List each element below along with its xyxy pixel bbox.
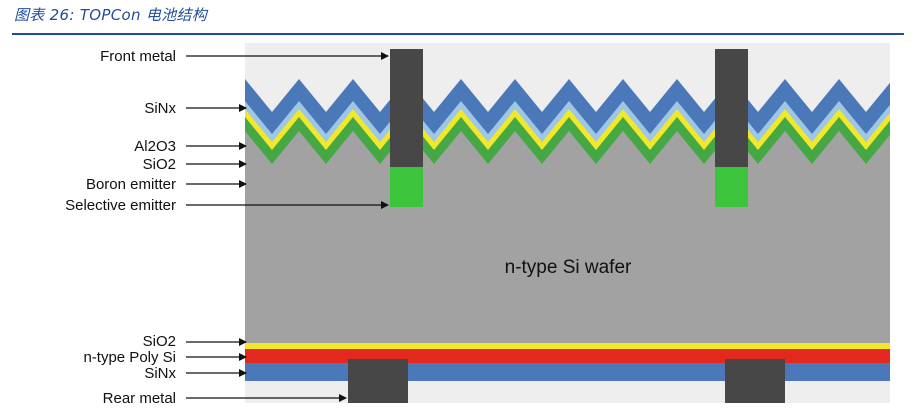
label-poly-si: n-type Poly Si bbox=[83, 349, 176, 366]
topcon-structure-diagram: n-type Si wafer Front metal SiNx Al2O3 S… bbox=[65, 43, 890, 407]
wafer-label: n-type Si wafer bbox=[505, 257, 632, 278]
label-sio2-rear: SiO2 bbox=[143, 333, 176, 350]
caption-rule bbox=[12, 33, 904, 35]
label-sinx-rear: SiNx bbox=[144, 365, 176, 382]
figure-caption: 图表 26: TOPCon 电池结构 bbox=[14, 6, 208, 24]
label-al2o3: Al2O3 bbox=[134, 138, 176, 155]
rear-metal-contact bbox=[725, 359, 785, 403]
front-metal-finger bbox=[390, 49, 423, 167]
front-metal-finger bbox=[715, 49, 748, 167]
sinx-rear-layer bbox=[245, 363, 890, 381]
sio2-rear-layer bbox=[245, 343, 890, 349]
label-boron-emitter: Boron emitter bbox=[86, 176, 176, 193]
label-selective-emitter: Selective emitter bbox=[65, 197, 176, 214]
label-sinx-front: SiNx bbox=[144, 100, 176, 117]
poly-si-layer bbox=[245, 349, 890, 363]
rear-metal-contact bbox=[348, 359, 408, 403]
wafer-layer bbox=[245, 131, 890, 343]
label-sio2-front: SiO2 bbox=[143, 156, 176, 173]
label-rear-metal: Rear metal bbox=[103, 390, 176, 407]
label-front-metal: Front metal bbox=[100, 48, 176, 65]
